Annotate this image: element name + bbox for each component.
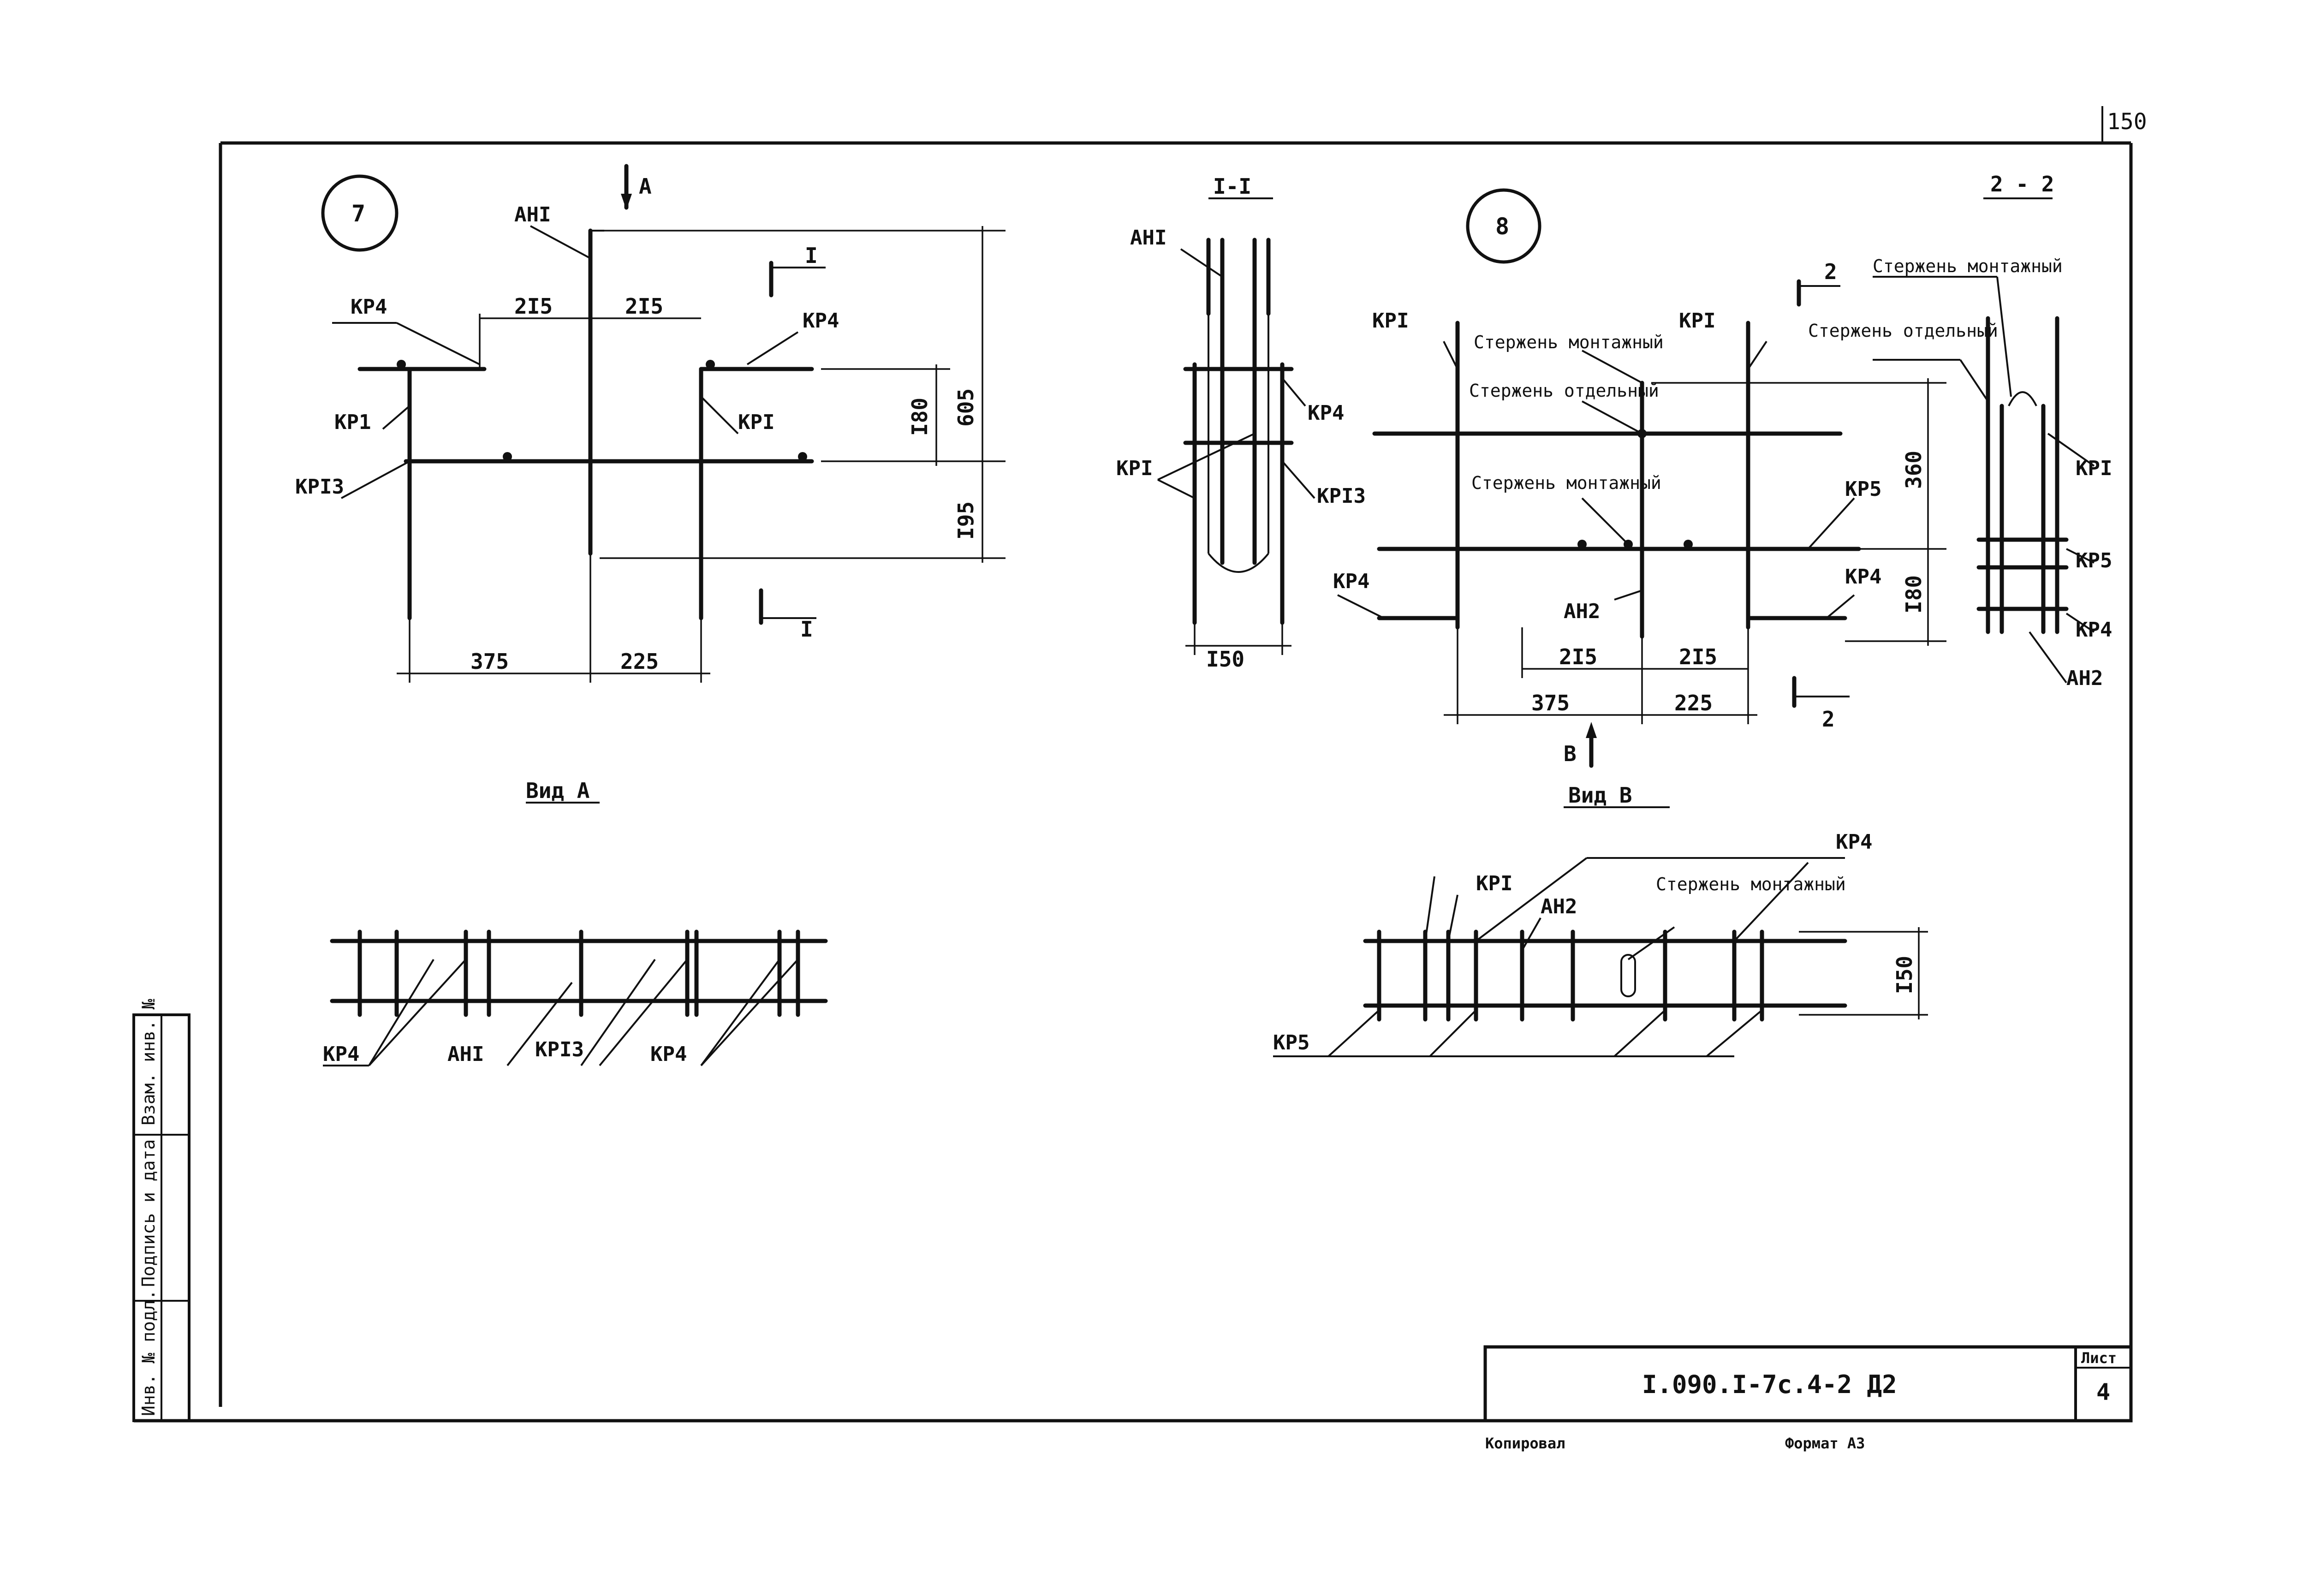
node8-section-mark-top: 2 xyxy=(1824,259,1837,284)
section11-dim-150: I50 xyxy=(1206,647,1244,672)
corner-sheet-number: 150 xyxy=(2107,109,2147,135)
stamp-signature-date: Подпись и дата xyxy=(138,1139,159,1287)
node8-number: 8 xyxy=(1495,213,1509,240)
viewA-drawing xyxy=(323,802,828,1066)
drawing-designation: I.090.I-7c.4-2 Д2 xyxy=(1642,1370,1897,1399)
section22-rod-mount: Стержень монтажный xyxy=(1873,256,2063,276)
viewA-label-kp13: КРI3 xyxy=(535,1038,584,1061)
viewB-label-ah2: АН2 xyxy=(1541,895,1577,918)
node8-rod-mount-1: Стержень монтажный xyxy=(1474,332,1664,352)
side-stamp: Инв. № подл. Подпись и дата Взам. инв. № xyxy=(132,999,190,1422)
sheet-number: 4 xyxy=(2096,1379,2110,1405)
viewB-rod-mount: Стержень монтажный xyxy=(1656,874,1846,894)
node8-label-kp1-right: КРI xyxy=(1679,309,1715,333)
node7-label-kp1-right: КРI xyxy=(738,411,774,434)
node8-dim-215: 2I5 xyxy=(1559,644,1597,669)
node8-label-kp4-right: КР4 xyxy=(1845,565,1881,589)
section22-drawing xyxy=(1873,197,2095,684)
node7-view-mark: А xyxy=(639,174,652,199)
node8-label-kp1-left: КРI xyxy=(1372,309,1409,333)
node8-view-mark: В xyxy=(1564,741,1577,766)
section11-label-kp1: КРI xyxy=(1116,457,1153,480)
viewA-label-kp4-left: КР4 xyxy=(323,1042,359,1066)
node7-label-kp4-right: КР4 xyxy=(803,309,839,333)
node8-label-kp5: КР5 xyxy=(1845,477,1881,501)
node8-rod-mount-2: Стержень монтажный xyxy=(1471,473,1661,493)
node8-dim-180: I80 xyxy=(1901,575,1926,613)
node8-dim-225: 225 xyxy=(1674,691,1713,715)
section22-label-ah2: АН2 xyxy=(2066,667,2103,690)
section22-rod-separate: Стержень отдельный xyxy=(1808,321,1998,341)
node7-label-kp1-left: КР1 xyxy=(334,411,371,434)
viewB-dim-150: I50 xyxy=(1892,956,1917,994)
title-block xyxy=(1483,1345,2133,1423)
footer-copied: Копировал xyxy=(1485,1435,1565,1452)
viewB-label-kp1: КРI xyxy=(1476,872,1512,895)
node7-label-kp13: КРI3 xyxy=(295,475,344,499)
node7-dim-375: 375 xyxy=(470,649,509,674)
viewB-label-kp4: КР4 xyxy=(1836,830,1872,854)
stamp-inv-original: Инв. № подл. xyxy=(138,1289,159,1416)
node8-label-ah2: АН2 xyxy=(1564,600,1600,623)
node8-dim-375: 375 xyxy=(1531,691,1570,715)
viewB-drawing xyxy=(1273,806,1928,1057)
node8-rod-separate: Стержень отдельный xyxy=(1469,381,1659,401)
node8-dim-215b: 2I5 xyxy=(1679,644,1717,669)
node7-label-kp4-left: КР4 xyxy=(351,295,387,319)
viewA-title: Вид А xyxy=(526,778,589,803)
section22-title: 2 - 2 xyxy=(1990,172,2054,197)
section22-label-kp4: КР4 xyxy=(2076,618,2112,642)
node7-number: 7 xyxy=(351,200,365,227)
section11-title: I-I xyxy=(1213,174,1251,199)
node8-drawing xyxy=(1337,188,1946,768)
node7-label-ah1: АНI xyxy=(514,203,551,226)
node8-dim-360: 360 xyxy=(1901,451,1926,489)
section11-drawing xyxy=(1157,197,1315,655)
node8-label-kp4-left: КР4 xyxy=(1333,570,1369,593)
node7-section-mark-bottom: I xyxy=(800,617,813,642)
node7-section-mark-top: I xyxy=(805,243,818,268)
stamp-inv-replaced: Взам. инв. № xyxy=(138,999,159,1126)
node7-dim-180: I80 xyxy=(907,398,932,436)
viewA-label-kp4-right: КР4 xyxy=(650,1042,687,1066)
viewA-label-ah1: АНI xyxy=(447,1042,484,1066)
section11-label-kp4: КР4 xyxy=(1308,401,1344,425)
sheet-label: Лист xyxy=(2081,1349,2117,1367)
node8-section-mark-bottom: 2 xyxy=(1822,707,1835,732)
node7-drawing xyxy=(321,164,1006,683)
section11-label-ah1: АНI xyxy=(1130,226,1166,250)
node7-dim-215a: 2I5 xyxy=(514,294,553,319)
section11-label-kp13: КРI3 xyxy=(1317,484,1366,508)
viewB-title: Вид В xyxy=(1568,783,1632,808)
section22-label-kp5: КР5 xyxy=(2076,549,2112,572)
node7-dim-195: I95 xyxy=(953,501,978,540)
viewB-label-kp5: КР5 xyxy=(1273,1031,1309,1054)
node7-dim-225: 225 xyxy=(620,649,659,674)
node7-dim-605: 605 xyxy=(953,388,978,427)
node7-dim-215b: 2I5 xyxy=(625,294,663,319)
sheet-frame xyxy=(134,106,2133,1423)
footer-format: Формат А3 xyxy=(1785,1435,1865,1452)
section22-label-kp1: КРI xyxy=(2076,457,2112,480)
